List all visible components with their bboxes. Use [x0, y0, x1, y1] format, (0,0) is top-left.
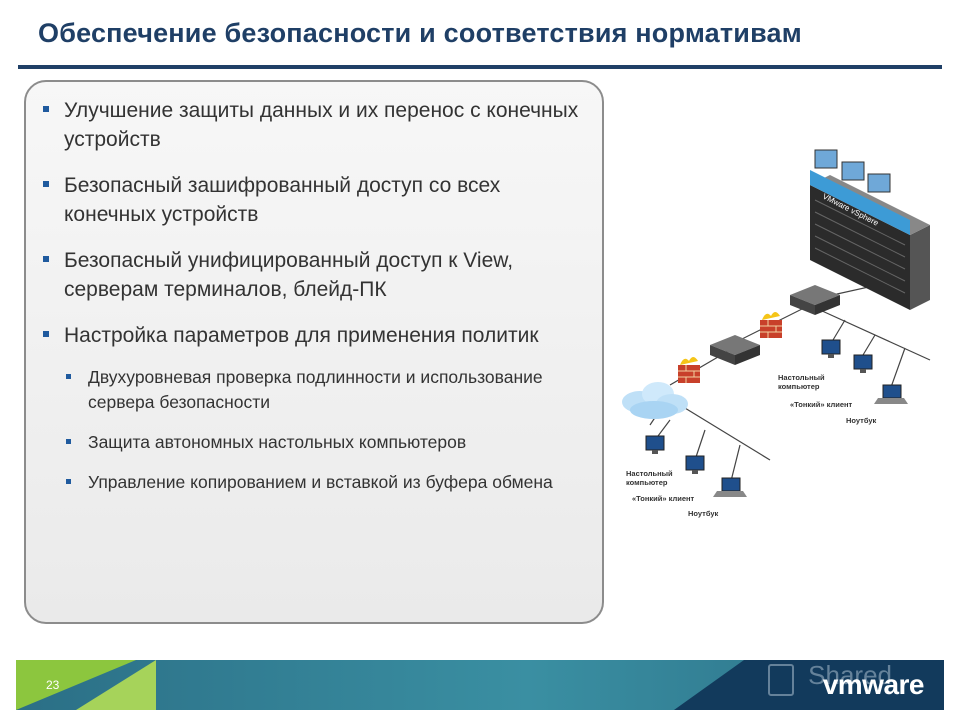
footer-dark-shape [744, 660, 944, 710]
bullet-list: Улучшение защиты данных и их перенос с к… [40, 96, 580, 495]
bullet-item: Безопасный унифицированный доступ к View… [40, 246, 580, 304]
desktop-label: Настольный [778, 373, 825, 382]
vm-window-icon [841, 161, 865, 181]
network-diagram: VMware vSphere [622, 149, 931, 518]
thin-client-label: «Тонкий» клиент [790, 400, 853, 409]
footer-green-shape [76, 660, 156, 710]
laptop-label: Ноутбук [688, 509, 719, 518]
switch-icon [710, 335, 760, 365]
firewall-icon [678, 357, 700, 383]
switch-icon [790, 285, 840, 315]
vm-window-icon [867, 173, 891, 193]
title-underline [18, 65, 942, 69]
laptop-label: Ноутбук [846, 416, 877, 425]
thin-client-icon [685, 455, 705, 474]
sub-bullet-list: Двухуровневая проверка подлинности и исп… [64, 365, 580, 495]
sub-bullet-item: Двухуровневая проверка подлинности и исп… [64, 365, 580, 415]
laptop-icon [713, 477, 747, 497]
vmware-logo: vmware [822, 669, 925, 700]
desktop-label: компьютер [778, 382, 820, 391]
vm-window-icon [814, 149, 838, 169]
thin-client-icon [853, 354, 873, 373]
slide-footer: 23 Shared vmware [16, 660, 944, 710]
bullet-item: Безопасный зашифрованный доступ со всех … [40, 171, 580, 229]
firewall-icon [760, 312, 782, 338]
footer-dark-shape [674, 660, 744, 710]
sub-bullet-item: Защита автономных настольных компьютеров [64, 430, 580, 455]
bullet-text: Настройка параметров для применения поли… [64, 324, 539, 347]
page-number: 23 [46, 678, 60, 692]
slide-title: Обеспечение безопасности и соответствия … [38, 18, 802, 48]
desktop-label: Настольный [626, 469, 673, 478]
laptop-icon [874, 384, 908, 404]
watermark-icon [768, 664, 794, 696]
desktop-icon [645, 435, 665, 454]
cloud-icon [622, 382, 688, 419]
desktop-icon [821, 339, 841, 358]
desktop-label: компьютер [626, 478, 668, 487]
bullet-item: Настройка параметров для применения поли… [40, 321, 580, 495]
content-panel: Улучшение защиты данных и их перенос с к… [24, 80, 604, 624]
server-rack-icon: VMware vSphere [810, 149, 930, 310]
thin-client-label: «Тонкий» клиент [632, 494, 695, 503]
watermark-text: Shared [808, 660, 892, 690]
sub-bullet-item: Управление копированием и вставкой из бу… [64, 470, 580, 495]
bullet-item: Улучшение защиты данных и их перенос с к… [40, 96, 580, 154]
